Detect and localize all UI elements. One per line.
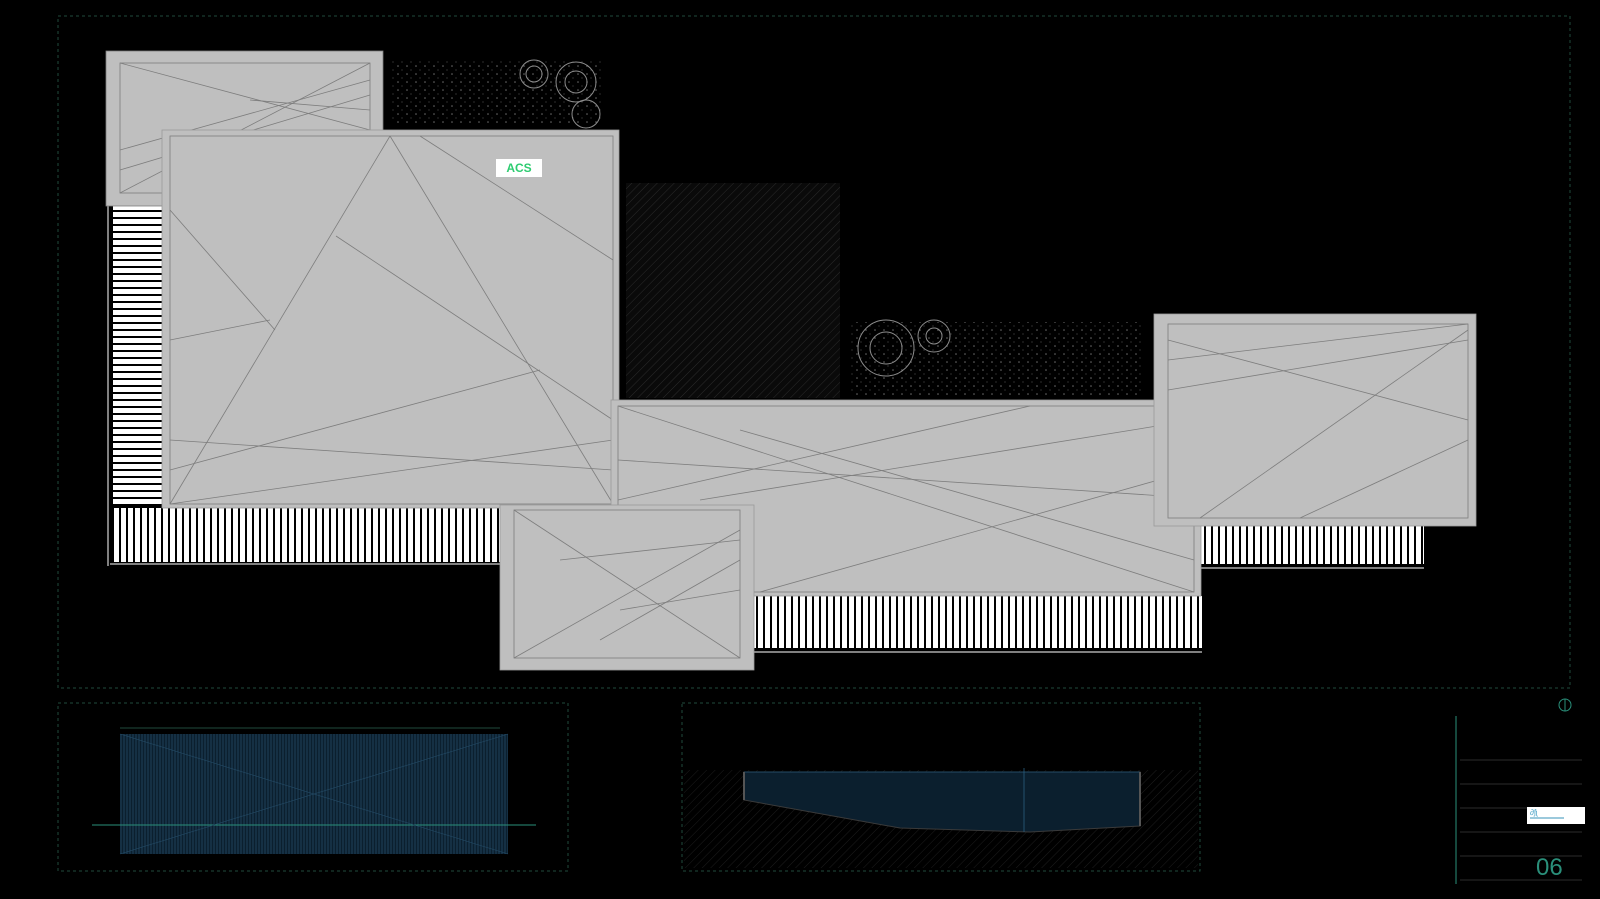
logo-mark: ∂ʃʅ [1530, 808, 1538, 817]
section-elevation-middle [684, 768, 1198, 868]
section-elevation-left [92, 727, 536, 855]
sheet-number: 06 [1536, 854, 1563, 881]
deck-west [113, 205, 163, 505]
title-block [1455, 716, 1582, 884]
sheet-frame [57, 15, 1571, 689]
garden-area-north [392, 60, 604, 124]
roof-block-east [1153, 313, 1477, 527]
roof-block-main [161, 129, 620, 509]
tree-icon [519, 59, 951, 377]
north-arrow-icon [1558, 698, 1572, 712]
roof-block-south [499, 504, 755, 671]
section-box-left [57, 702, 569, 872]
deck-south-west [113, 508, 503, 562]
room-tag-acs: ACS [496, 159, 542, 177]
deck-edges [107, 200, 1424, 653]
deck-south-east [1200, 526, 1424, 564]
garden-area-east [850, 322, 1144, 396]
hatched-courtyard [626, 183, 840, 398]
firm-logo: ∂ʃʅ [1527, 807, 1585, 824]
section-box-middle [681, 702, 1201, 872]
deck-south-middle [754, 596, 1202, 648]
logo-underline [1530, 817, 1564, 819]
